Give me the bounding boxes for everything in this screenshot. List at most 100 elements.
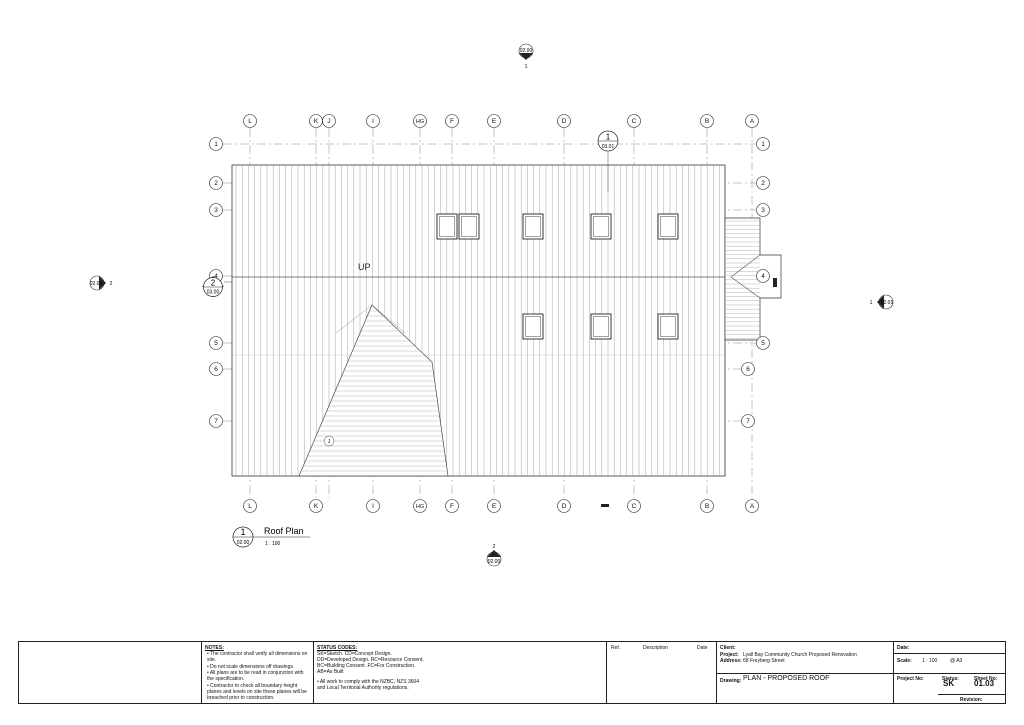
grid-bubble-col-d[interactable]: D xyxy=(557,114,571,128)
grid-bubble-label: A xyxy=(750,503,755,510)
grid-bubble-label: F xyxy=(450,503,454,510)
svg-text:J: J xyxy=(328,439,331,445)
elevation-marker-bottom[interactable]: 2 02.00 xyxy=(486,544,502,567)
drawing-title: 1 02.00 Roof Plan 1 : 100 xyxy=(232,526,310,548)
elevation-marker-left[interactable]: 02.01 2 xyxy=(89,275,113,291)
elevation-sheet-ref: 02.00 xyxy=(488,559,501,565)
section-marker-top[interactable]: 1 03.01 xyxy=(597,130,619,192)
grid-bubble-label: I xyxy=(372,503,374,510)
grid-bubble-row-left-7[interactable]: 7 xyxy=(209,414,223,428)
grid-bubble-col-bottom-k[interactable]: K xyxy=(309,499,323,513)
status-label: Status: xyxy=(942,676,959,682)
revision-label: Revision: xyxy=(960,697,983,703)
grid-bubble-col-bottom-l[interactable]: L xyxy=(243,499,257,513)
hip-line xyxy=(371,304,406,334)
grid-bubble-col-bottom-hg[interactable]: HG xyxy=(413,499,427,513)
grid-bubble-col-l[interactable]: L xyxy=(243,114,257,128)
grid-bubble-col-i[interactable]: I xyxy=(366,114,380,128)
drawing-label: Drawing: xyxy=(720,678,742,684)
elevation-number: 2 xyxy=(493,544,496,550)
grid-bubble-col-bottom-e[interactable]: E xyxy=(487,499,501,513)
scale-label: Scale: xyxy=(897,658,912,664)
grid-bubble-col-bottom-a[interactable]: A xyxy=(745,499,759,513)
project-value: Lyall Bay Community Church Proposed Reno… xyxy=(743,652,857,658)
skylight xyxy=(522,213,544,240)
note-item: • All plans are to be read in conjunctio… xyxy=(207,670,304,682)
grid-bubble-row-right-4[interactable]: 4 xyxy=(756,269,770,283)
grid-bubble-row-right-6[interactable]: 6 xyxy=(741,362,755,376)
grid-bubble-label: 1 xyxy=(214,141,218,148)
scale-value: 1 : 100 xyxy=(922,658,938,664)
grid-bubble-col-bottom-d[interactable]: D xyxy=(557,499,571,513)
grid-bubble-row-left-5[interactable]: 5 xyxy=(209,336,223,350)
project-cell: Client: Project: Lyall Bay Community Chu… xyxy=(717,642,894,703)
grid-bubble-row-right-1[interactable]: 1 xyxy=(756,137,770,151)
compliance-note: • All work to comply with the NZBC, NZS … xyxy=(317,679,420,691)
address-label: Address: xyxy=(720,658,742,664)
drawing-value: PLAN - PROPOSED ROOF xyxy=(743,675,830,682)
skylight xyxy=(590,313,612,340)
grid-bubble-col-bottom-i[interactable]: I xyxy=(366,499,380,513)
grid-bubble-label: 1 xyxy=(761,141,765,148)
grid-bubble-label: D xyxy=(562,118,567,125)
grid-bubble-label: D xyxy=(562,503,567,510)
grid-bubble-label: E xyxy=(492,118,497,125)
grid-bubble-col-b[interactable]: B xyxy=(700,114,714,128)
grid-bubble-col-bottom-c[interactable]: C xyxy=(627,499,641,513)
grid-bubble-label: L xyxy=(248,503,252,510)
grid-bubble-col-c[interactable]: C xyxy=(627,114,641,128)
grid-bubble-row-right-3[interactable]: 3 xyxy=(756,203,770,217)
elevation-sheet-ref: 02.01 xyxy=(90,281,103,287)
up-label: UP xyxy=(358,262,371,272)
grid-bubble-label: 3 xyxy=(761,207,765,214)
client-label: Client: xyxy=(720,645,736,651)
rev-date-header: Date xyxy=(697,645,708,651)
grid-bubble-col-bottom-f[interactable]: F xyxy=(445,499,459,513)
grid-bubble-col-bottom-b[interactable]: B xyxy=(700,499,714,513)
elevation-marker-right[interactable]: 1 02.01 xyxy=(870,294,894,310)
grid-bubble-row-left-6[interactable]: 6 xyxy=(209,362,223,376)
grid-bubble-col-hg[interactable]: HG xyxy=(413,114,427,128)
grid-bubble-label: 5 xyxy=(214,340,218,347)
grid-bubble-col-e[interactable]: E xyxy=(487,114,501,128)
elevation-marker-top[interactable]: 02.00 1 xyxy=(518,43,534,70)
grid-bubble-col-f[interactable]: F xyxy=(445,114,459,128)
grid-bubble-row-left-1[interactable]: 1 xyxy=(209,137,223,151)
sheet-no-value: 01.03 xyxy=(974,679,995,688)
grid-bubble-row-left-3[interactable]: 3 xyxy=(209,203,223,217)
title-name: Roof Plan xyxy=(264,526,304,536)
skylight xyxy=(522,313,544,340)
grid-bubble-label: B xyxy=(705,118,709,125)
grid-bubble-row-right-2[interactable]: 2 xyxy=(756,176,770,190)
grid-bubble-col-j[interactable]: J xyxy=(322,114,336,128)
notes-list: • The contractor shall verify all dimens… xyxy=(205,651,310,701)
section-number: 2 xyxy=(211,279,216,288)
note-item: • Do not scale dimensions off drawings. xyxy=(207,663,295,670)
roof-outline xyxy=(231,164,726,477)
status-codes-cell: STATUS CODES: SK=Sketch. CD=Concept Desi… xyxy=(314,642,607,703)
annex-vent xyxy=(773,278,777,287)
revisions-cell: Ref. Description Date xyxy=(607,642,717,703)
project-no-label: Project No: xyxy=(897,676,924,682)
notes-list-cell: NOTES: • The contractor shall verify all… xyxy=(202,642,314,703)
grid-bubble-label: 3 xyxy=(214,207,218,214)
grid-bubble-label: J xyxy=(327,118,330,125)
grid-bubble-col-k[interactable]: K xyxy=(309,114,323,128)
title-number: 1 xyxy=(240,527,245,537)
sheet-info-cell: Date: Scale: 1 : 100 @ A3 Project No: St… xyxy=(894,642,1005,703)
notes-cell xyxy=(19,642,202,703)
date-label: Date: xyxy=(897,645,910,651)
hip-line xyxy=(335,304,373,334)
section-tick xyxy=(601,504,609,507)
grid-marker-j: J xyxy=(323,435,335,447)
grid-bubble-row-right-5[interactable]: 5 xyxy=(756,336,770,350)
grid-bubble-label: E xyxy=(492,503,497,510)
grid-bubble-col-a[interactable]: A xyxy=(745,114,759,128)
elevation-sheet-ref: 02.00 xyxy=(520,48,533,54)
section-marker-left[interactable]: 2 03.00 xyxy=(202,276,232,297)
grid-bubble-row-right-7[interactable]: 7 xyxy=(741,414,755,428)
grid-bubble-label: 4 xyxy=(214,273,218,280)
grid-bubble-row-left-2[interactable]: 2 xyxy=(209,176,223,190)
